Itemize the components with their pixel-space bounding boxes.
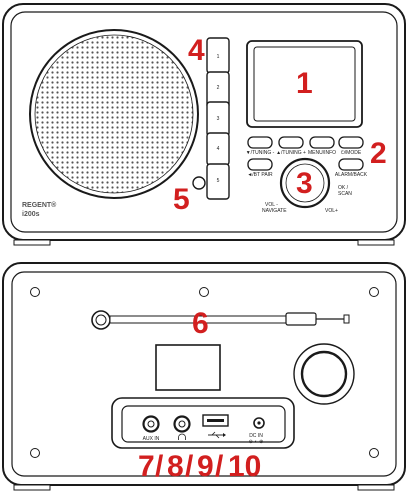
speaker-grille (29, 29, 199, 199)
tuning-down-label: ▼/TUNING - (246, 150, 275, 156)
back-foot-left (13, 484, 51, 491)
preset-buttons: 1 2 3 4 5 (206, 37, 230, 200)
callout-slash-2: / (185, 450, 194, 483)
screw-icon (30, 448, 40, 458)
model-name: i200s (22, 211, 40, 218)
callout-7: 7 (138, 450, 155, 483)
preset-2-label: 2 (217, 85, 220, 91)
preset-1-label: 1 (217, 54, 220, 60)
brand-logo: REGENT® (22, 201, 57, 209)
tuning-up-label: ▲/TUNING + (276, 150, 306, 156)
menu-info-label: MENU/INFO (308, 150, 336, 156)
front-view: 1 2 3 4 5 ▼/TUNING - ▲/TUNING + MENU/INF… (2, 3, 406, 246)
preset-4-label: 4 (217, 146, 220, 152)
connector-panel: AUX IN DC IN ⊖-◐-⊕ (111, 397, 295, 449)
callout-9: 9 (197, 450, 214, 483)
rating-label-plate (155, 344, 221, 391)
function-buttons: ▼/TUNING - ▲/TUNING + MENU/INFO ⏻/MODE ◄… (246, 136, 368, 178)
mode-label: ⏻/MODE (341, 150, 362, 156)
vol-minus-label-2: NAVIGATE (262, 208, 287, 214)
callout-5: 5 (173, 183, 190, 216)
display-screen (246, 40, 363, 128)
front-bezel (10, 11, 398, 233)
aux-in-label: AUX IN (143, 436, 160, 442)
callout-2: 2 (370, 137, 387, 170)
bass-reflex-port (293, 343, 355, 405)
callout-6: 6 (192, 307, 209, 340)
callout-3: 3 (296, 167, 313, 200)
callout-slash-3: / (215, 450, 224, 483)
volume-knob[interactable] (279, 157, 331, 209)
callout-4: 4 (188, 34, 205, 67)
screw-icon (30, 287, 40, 297)
menu-info-button[interactable] (309, 136, 335, 149)
telescopic-antenna[interactable] (91, 310, 350, 330)
screw-icon (199, 287, 209, 297)
bt-pair-label: ◄/BT PAIR (247, 172, 273, 178)
tuning-up-button[interactable] (278, 136, 304, 149)
ir-sensor (192, 176, 206, 190)
alarm-back-button[interactable] (338, 158, 364, 171)
front-foot-right (357, 239, 395, 246)
bt-pair-button[interactable] (247, 158, 273, 171)
front-foot-left (13, 239, 51, 246)
back-screws (30, 287, 379, 458)
back-view: AUX IN DC IN ⊖-◐-⊕ (2, 262, 406, 491)
dc-polarity-label: ⊖-◐-⊕ (249, 439, 264, 445)
vol-plus-label: VOL+ (325, 208, 338, 214)
preset-5-label: 5 (217, 178, 220, 184)
callout-10: 10 (228, 450, 261, 483)
ok-scan-label-2: SCAN (338, 191, 352, 197)
dc-in-label: DC IN (249, 433, 263, 439)
preset-5-button[interactable] (206, 163, 230, 200)
vol-minus-label-1: VOL - (265, 202, 278, 208)
callout-1: 1 (296, 67, 313, 100)
screw-icon (369, 448, 379, 458)
usb-icon (208, 431, 226, 439)
back-panel (11, 271, 397, 477)
screw-icon (369, 287, 379, 297)
preset-3-label: 3 (217, 116, 220, 122)
ok-scan-label-1: OK / (338, 185, 349, 191)
callout-slash-1: / (155, 450, 164, 483)
headphone-icon (178, 433, 186, 440)
tuning-down-button[interactable] (247, 136, 273, 149)
alarm-back-label: ALARM/BACK (335, 172, 368, 178)
back-foot-right (357, 484, 395, 491)
mode-button[interactable] (338, 136, 364, 149)
callout-8: 8 (167, 450, 184, 483)
